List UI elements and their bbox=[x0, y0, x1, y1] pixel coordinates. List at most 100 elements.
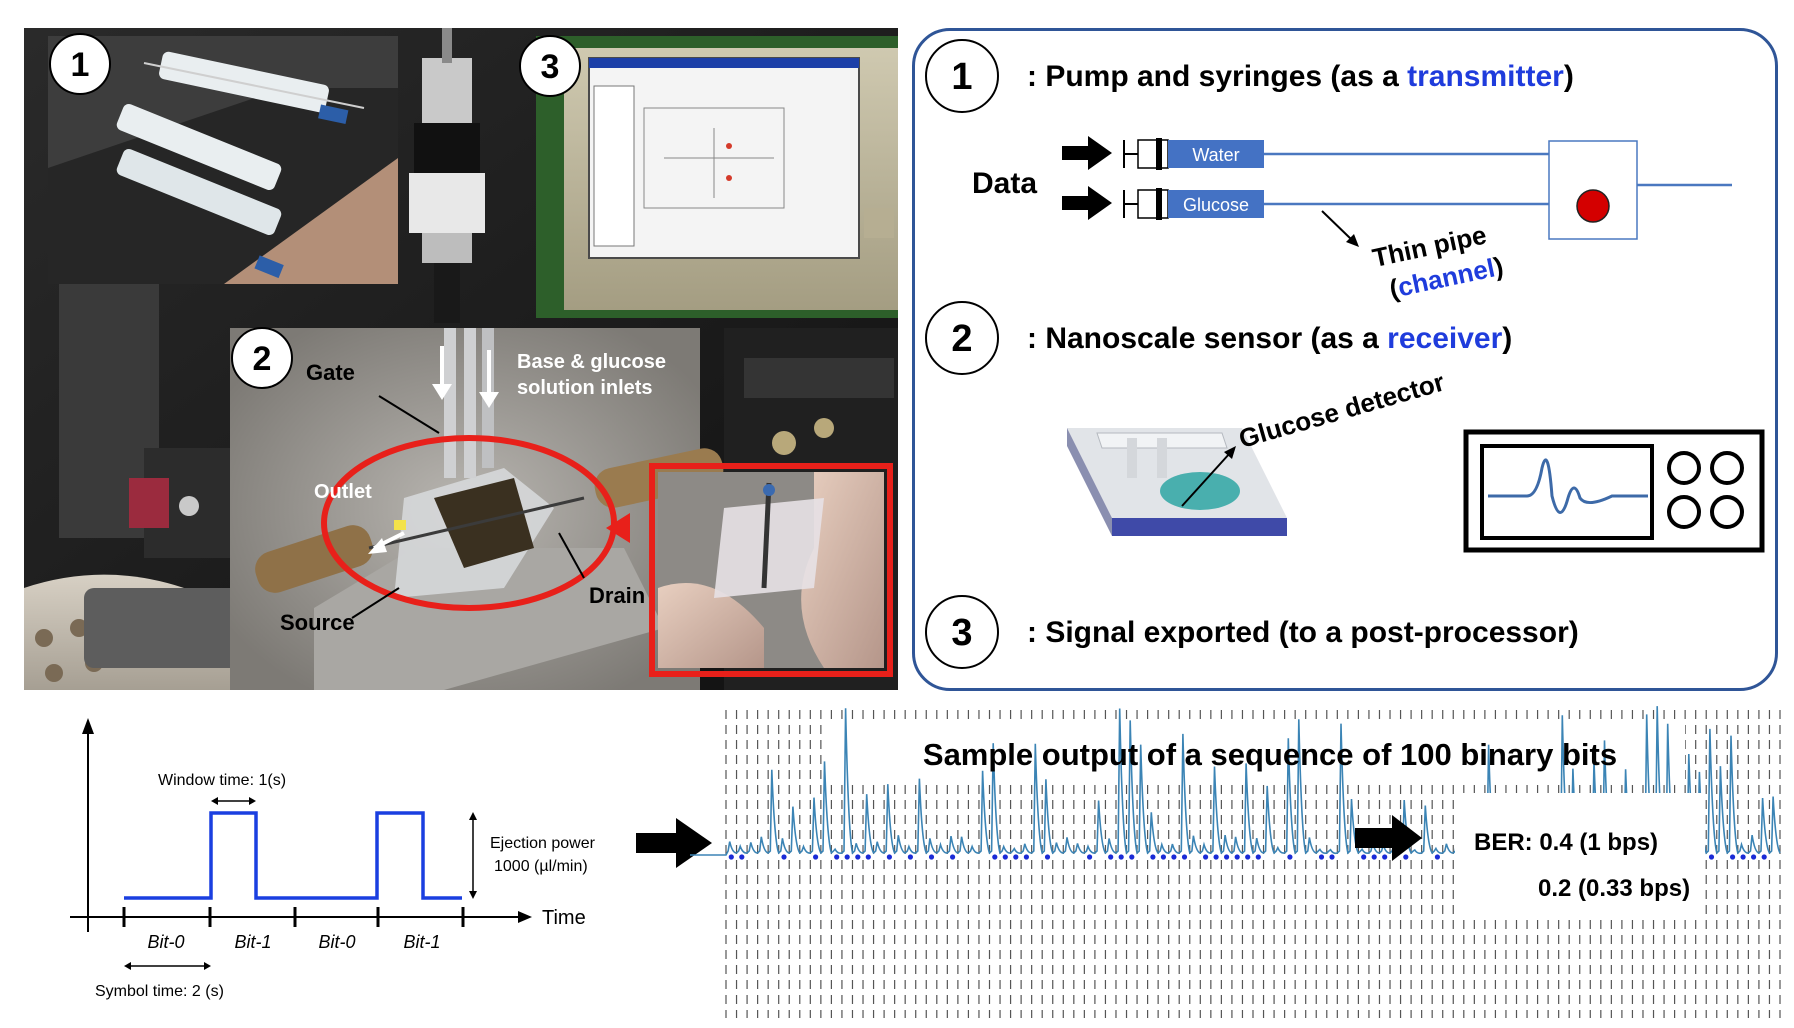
label-inlets-2: solution inlets bbox=[517, 377, 653, 399]
bit-marker bbox=[992, 854, 998, 860]
bit-marker bbox=[1108, 854, 1114, 860]
bit-label-2: Bit-1 bbox=[234, 932, 271, 952]
bit-marker bbox=[844, 854, 850, 860]
bit-marker bbox=[1255, 854, 1261, 860]
detector-label: Glucose detector bbox=[1235, 367, 1447, 454]
sensor-chip-illustration bbox=[1067, 428, 1287, 536]
bit-marker bbox=[781, 854, 787, 860]
svg-text:1: 1 bbox=[951, 56, 972, 98]
ber-arrow bbox=[1355, 815, 1422, 861]
photo-badge-2: 2 bbox=[231, 327, 293, 389]
bit-marker bbox=[813, 854, 819, 860]
bit-marker bbox=[1181, 854, 1188, 860]
flow-arrow-head bbox=[636, 818, 712, 868]
time-axis-label: Time bbox=[542, 907, 586, 929]
data-arrow-2 bbox=[1062, 186, 1112, 220]
bit-marker bbox=[728, 854, 734, 860]
svg-text:: Pump and syringes (as a tran: : Pump and syringes (as a transmitter) bbox=[1027, 60, 1574, 93]
svg-text:3: 3 bbox=[951, 612, 972, 654]
sample-output-plot: Sample output of a sequence of 100 binar… bbox=[690, 706, 1781, 1018]
bit-marker bbox=[865, 854, 871, 860]
bit-marker bbox=[1708, 854, 1715, 860]
syringe-water: Water bbox=[1123, 138, 1264, 170]
bit-marker bbox=[1329, 854, 1335, 860]
photo-badge-1: 1 bbox=[49, 33, 111, 95]
bit-marker bbox=[1434, 854, 1440, 860]
window-time-label: Window time: 1(s) bbox=[158, 772, 286, 789]
bit-marker bbox=[1245, 854, 1251, 860]
ejection-power-label-1: Ejection power bbox=[490, 835, 596, 852]
bit-marker bbox=[834, 854, 840, 860]
bit-label-1: Bit-0 bbox=[147, 932, 184, 952]
pulse-waveform bbox=[124, 811, 462, 900]
bit-marker bbox=[1150, 854, 1156, 860]
ejection-power-label-2: 1000 (µl/min) bbox=[494, 858, 588, 875]
label-inlets-1: Base & glucose bbox=[517, 351, 666, 373]
svg-text:: Nanoscale sensor (as a recei: : Nanoscale sensor (as a receiver) bbox=[1027, 322, 1512, 355]
label-outlet: Outlet bbox=[314, 481, 372, 503]
pipe-label: Thin pipe (channel) bbox=[1370, 220, 1506, 305]
bit-marker bbox=[1318, 854, 1325, 860]
bit-marker bbox=[1002, 854, 1008, 860]
bit-marker bbox=[1287, 854, 1293, 860]
bit-marker bbox=[1403, 854, 1409, 860]
svg-text:1: 1 bbox=[71, 46, 90, 84]
legend-panel bbox=[912, 28, 1778, 691]
bit-marker bbox=[1118, 854, 1124, 860]
bit-marker bbox=[1213, 854, 1219, 860]
bit-marker bbox=[1382, 854, 1388, 860]
bit-marker bbox=[855, 854, 861, 860]
channel-pipes bbox=[1264, 152, 1732, 206]
bit-marker bbox=[1371, 854, 1377, 860]
pipe-pointer-arrow bbox=[1321, 210, 1359, 247]
data-label: Data bbox=[972, 167, 1037, 200]
zoom-inset-frame bbox=[649, 463, 893, 677]
ber-line-1: BER: 0.4 (1 bps) bbox=[1474, 829, 1658, 856]
timing-diagram: Time Bit-0 Bit-1 Bit-0 Bit-1 Window time… bbox=[70, 718, 660, 1000]
oscilloscope-icon bbox=[1463, 429, 1765, 553]
bit-marker bbox=[1171, 854, 1177, 860]
setup-photo-collage: 1 2 3 Gate Base & glucose solution inlet… bbox=[24, 28, 898, 690]
svg-text:Glucose: Glucose bbox=[1183, 195, 1249, 215]
bit-marker bbox=[1203, 854, 1209, 860]
symbol-time-label: Symbol time: 2 (s) bbox=[95, 983, 224, 1000]
svg-text:2: 2 bbox=[253, 340, 272, 378]
bit-marker bbox=[950, 854, 956, 860]
svg-text:: Signal exported (to a post-p: : Signal exported (to a post-processor) bbox=[1027, 616, 1579, 649]
svg-text:3: 3 bbox=[541, 48, 560, 86]
bit-marker bbox=[1044, 854, 1051, 860]
lab-setup-photo: 1 2 3 Gate Base & glucose solution inlet… bbox=[24, 28, 898, 690]
svg-text:2: 2 bbox=[951, 318, 972, 360]
bit-marker bbox=[886, 854, 892, 860]
ber-line-2: 0.2 (0.33 bps) bbox=[1538, 875, 1690, 902]
legend-item-3: 3 : Signal exported (to a post-processor… bbox=[925, 595, 1579, 669]
bit-marker bbox=[1023, 854, 1029, 860]
syringe-glucose: Glucose bbox=[1123, 188, 1264, 220]
bit-marker bbox=[1129, 854, 1135, 860]
bit-marker bbox=[1234, 854, 1240, 860]
svg-text:Water: Water bbox=[1192, 145, 1239, 165]
label-source: Source bbox=[280, 610, 355, 635]
label-gate: Gate bbox=[306, 360, 355, 385]
bit-marker bbox=[739, 854, 745, 860]
bit-marker bbox=[907, 854, 913, 860]
bit-marker bbox=[1160, 854, 1166, 860]
bit-marker bbox=[1751, 854, 1757, 860]
bit-marker bbox=[1087, 854, 1093, 860]
bit-marker bbox=[1740, 854, 1746, 860]
data-arrow-1 bbox=[1062, 136, 1112, 170]
bit-marker bbox=[928, 854, 935, 860]
photo-badge-3: 3 bbox=[519, 35, 581, 97]
plot-title: Sample output of a sequence of 100 binar… bbox=[923, 737, 1617, 772]
legend-item-2: 2 : Nanoscale sensor (as a receiver) bbox=[925, 301, 1512, 375]
bit-marker bbox=[1224, 854, 1230, 860]
bit-marker bbox=[1361, 854, 1367, 860]
bit-marker bbox=[1761, 854, 1767, 860]
legend-panel-graphics: 1 : Pump and syringes (as a transmitter)… bbox=[925, 39, 1765, 669]
plot-title-bg bbox=[825, 720, 1685, 780]
ber-box-bg bbox=[1455, 793, 1705, 916]
legend-item-1: 1 : Pump and syringes (as a transmitter) bbox=[925, 39, 1574, 113]
bit-marker bbox=[1013, 854, 1019, 860]
label-drain: Drain bbox=[589, 583, 645, 608]
bit-marker bbox=[1730, 854, 1736, 860]
